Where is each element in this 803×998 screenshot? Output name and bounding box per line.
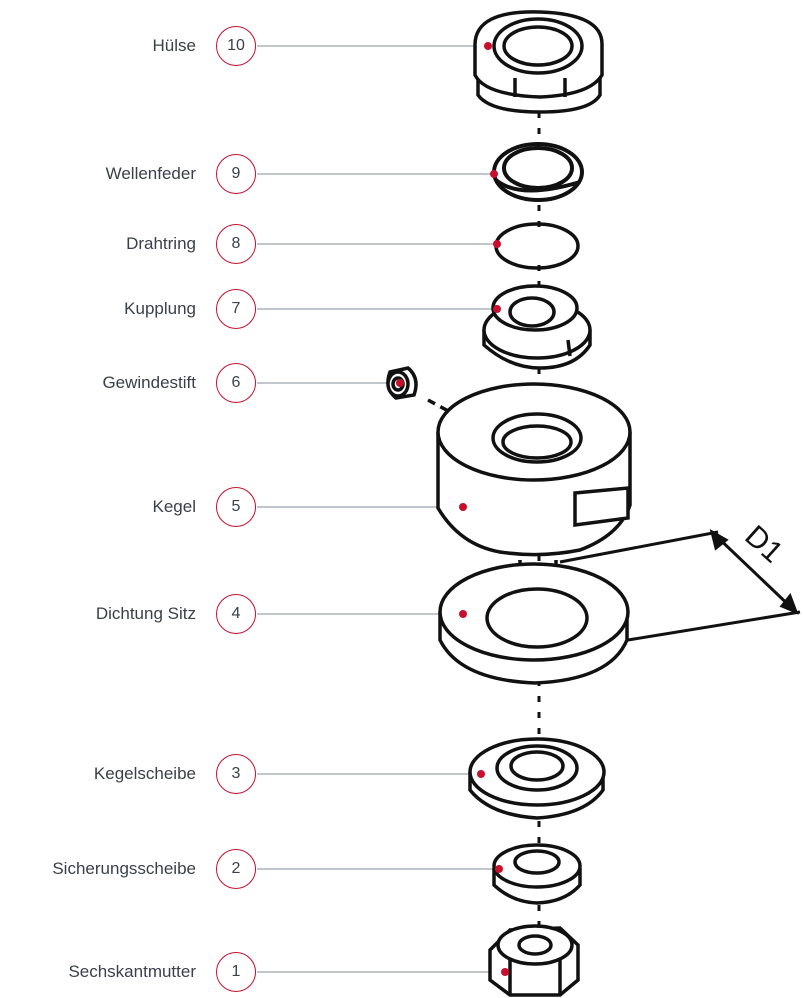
part-label-10: Hülse bbox=[152, 36, 196, 55]
part-number-badge-3: 3 bbox=[216, 754, 256, 794]
part-4-dichtung-sitz bbox=[438, 562, 630, 685]
part-5-kegel bbox=[436, 382, 632, 574]
part-3-kegelscheibe bbox=[468, 737, 606, 820]
part-label-3: Kegelscheibe bbox=[93, 764, 196, 783]
part-label-6: Gewindestift bbox=[102, 373, 196, 392]
part-number-badge-6: 6 bbox=[216, 363, 256, 403]
part-9-wellenfeder bbox=[492, 142, 584, 202]
part-number-badge-4: 4 bbox=[216, 594, 256, 634]
dimension-d1 bbox=[559, 528, 801, 642]
part-number-badge-8: 8 bbox=[216, 224, 256, 264]
part-label-9: Wellenfeder bbox=[105, 164, 196, 183]
part-number-badge-9: 9 bbox=[216, 154, 256, 194]
part-number-badge-5: 5 bbox=[216, 487, 256, 527]
part-number-badge-2: 2 bbox=[216, 849, 256, 889]
leader-lines bbox=[257, 45, 505, 973]
part-number-badge-1: 1 bbox=[216, 952, 256, 992]
part-label-4: Dichtung Sitz bbox=[95, 604, 196, 623]
part-6-gewindestift bbox=[386, 366, 453, 415]
part-label-7: Kupplung bbox=[124, 299, 196, 318]
part-label-5: Kegel bbox=[152, 497, 196, 516]
part-label-1: Sechskantmutter bbox=[68, 962, 196, 981]
part-10-huelse bbox=[473, 10, 604, 114]
dimension-label-d1: D1 bbox=[738, 519, 789, 569]
part-1-sechskantmutter bbox=[488, 924, 580, 997]
part-8-drahtring bbox=[494, 222, 580, 270]
part-7-kupplung bbox=[482, 284, 592, 370]
leader-anchor-dots bbox=[396, 42, 509, 976]
part-number-badge-7: 7 bbox=[216, 289, 256, 329]
part-number-badge-10: 10 bbox=[216, 26, 256, 66]
part-label-2: Sicherungsscheibe bbox=[52, 859, 196, 878]
part-2-sicherungsscheibe bbox=[492, 843, 582, 905]
part-label-8: Drahtring bbox=[126, 234, 196, 253]
